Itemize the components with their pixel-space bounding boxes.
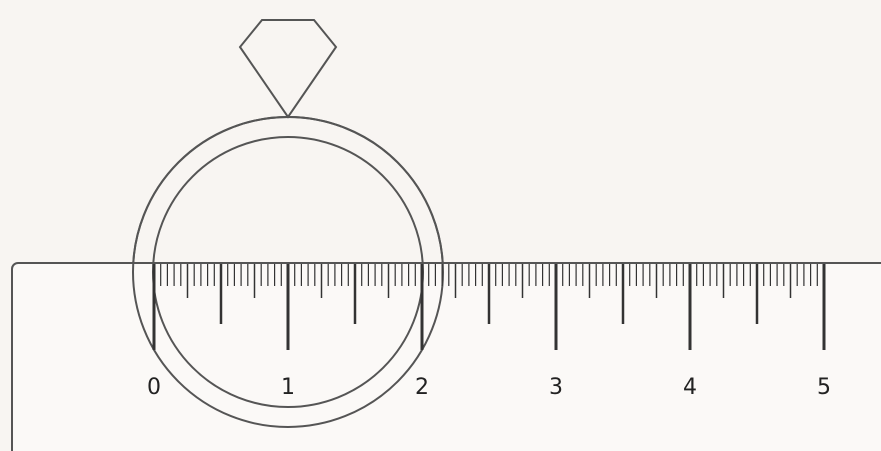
ruler-label-2: 2: [415, 375, 429, 400]
ruler-label-4: 4: [683, 375, 697, 400]
diamond-gem-icon: [240, 20, 336, 117]
ruler-label-3: 3: [549, 375, 563, 400]
ruler-label-1: 1: [281, 375, 295, 400]
ruler-label-5: 5: [817, 375, 831, 400]
ruler: [12, 263, 881, 451]
ruler-label-0: 0: [147, 375, 161, 400]
